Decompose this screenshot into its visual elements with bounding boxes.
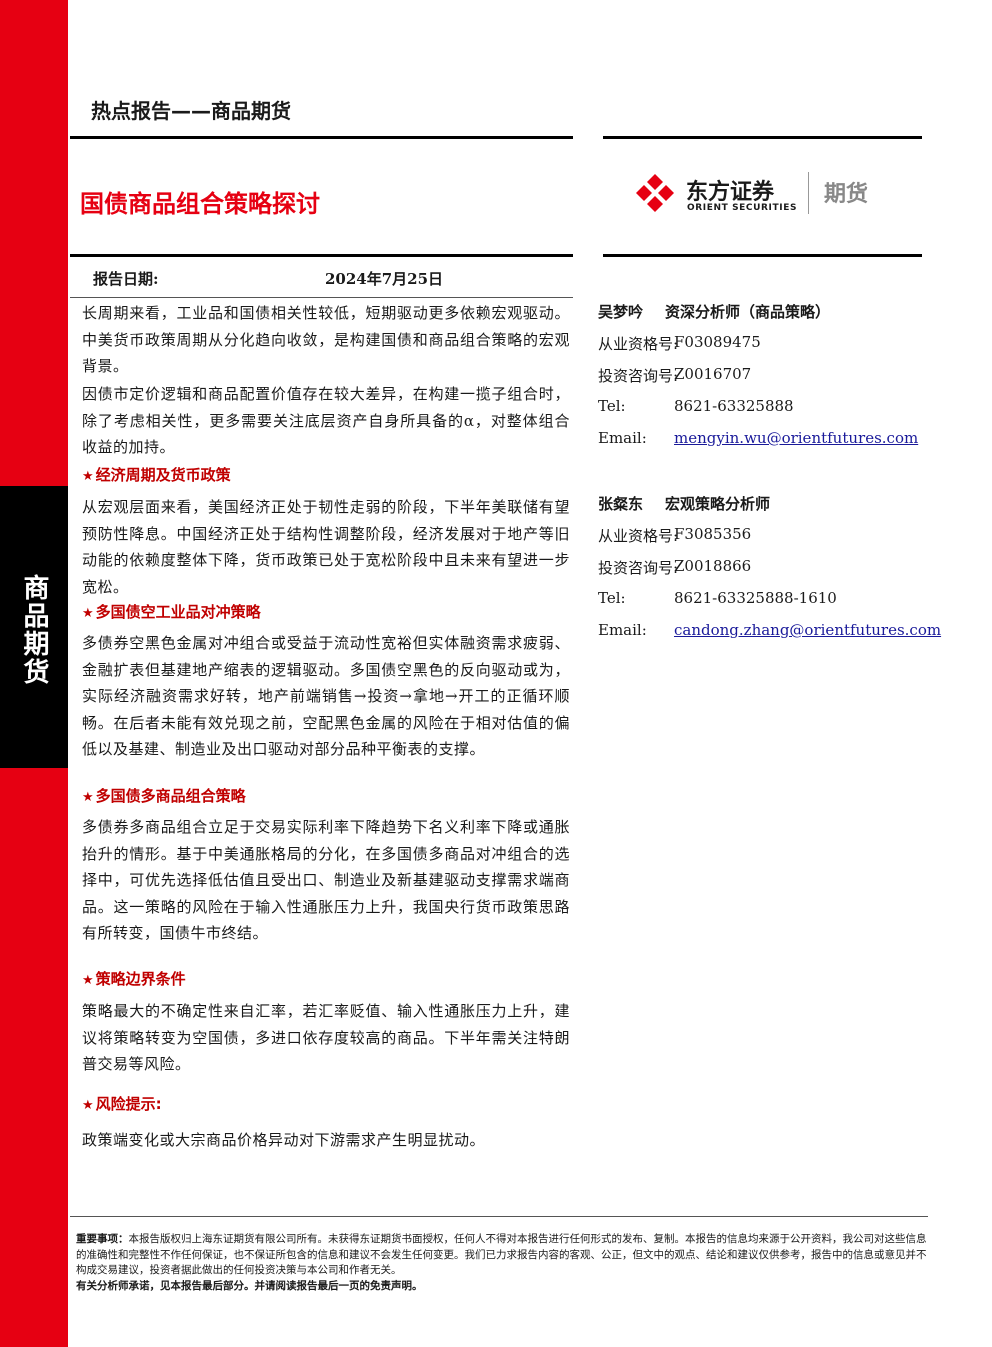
sidebar-category-tab [0,486,68,768]
consulting-label: 投资咨询号: [598,367,679,385]
logo-divider [808,172,809,214]
brand-name-en: ORIENT SECURITIES [687,203,798,213]
consulting-value: Z0018866 [674,557,752,575]
section-heading-boundary: ★策略边界条件 [82,968,186,989]
email-link[interactable]: candong.zhang@orientfutures.com [674,621,942,639]
analyst-name-row: 张粲东 宏观策略分析师 [598,493,770,514]
section-body-boundary: 策略最大的不确定性来自汇率，若汇率贬值、输入性通胀压力上升，建议将策略转变为空国… [82,1002,570,1073]
disclaimer-lead: 重要事项： [76,1233,129,1245]
disclaimer-body: 本报告版权归上海东证期货有限公司所有。未获得东证期货书面授权，任何人不得对本报告… [76,1233,927,1276]
section-body-risk: 政策端变化或大宗商品价格异动对下游需求产生明显扰动。 [82,1131,486,1149]
section-heading-text: 多国债空工业品对冲策略 [95,603,261,621]
orient-logo-icon [636,174,674,212]
report-date-label: 报告日期: [93,270,159,288]
section-body-combo: 多债券多商品组合立足于交易实际利率下降趋势下名义利率下降或通胀抬升的情形。基于中… [82,818,570,942]
header-rule-top-left [70,136,573,139]
section-heading-text: 多国债多商品组合策略 [95,787,246,805]
consulting-value: Z0016707 [674,365,752,383]
star-icon: ★ [82,606,94,621]
section-body-hedge: 多债券空黑色金属对冲组合或受益于流动性宽裕但实体融资需求疲弱、金融扩表但基建地产… [82,634,570,758]
summary-paragraph-1: 长周期来看，工业品和国债相关性较低，短期驱动更多依赖宏观驱动。中美货币政策周期从… [82,304,570,375]
section-heading-combo: ★多国债多商品组合策略 [82,785,246,806]
report-date-value: 2024年7月25日 [325,270,444,288]
email-label: Email: [598,429,647,447]
section-heading-hedge: ★多国债空工业品对冲策略 [82,601,261,622]
email-link[interactable]: mengyin.wu@orientfutures.com [674,429,919,447]
brand-division: 期货 [824,182,869,207]
section-heading-economy: ★经济周期及货币政策 [82,464,231,485]
star-icon: ★ [82,469,94,484]
qualification-label: 从业资格号: [598,527,679,545]
tel-value: 8621-63325888-1610 [674,589,837,607]
header-rule-mid-right [603,254,922,257]
sidebar-category-label: 商品期货 [19,574,49,686]
report-type: 热点报告——商品期货 [91,99,291,123]
header-rule-mid-left [70,254,573,257]
email-label: Email: [598,621,647,639]
brand-name-cn: 东方证券 [686,180,775,205]
qualification-value: F03089475 [674,333,761,351]
section-heading-text: 经济周期及货币政策 [95,466,231,484]
tel-label: Tel: [598,397,626,415]
section-body-economy: 从宏观层面来看，美国经济正处于韧性走弱的阶段，下半年美联储有望预防性降息。中国经… [82,498,570,596]
star-icon: ★ [82,973,94,988]
analyst-title: 资深分析师（商品策略） [665,303,831,321]
summary-paragraph-2: 因债市定价逻辑和商品配置价值存在较大差异，在构建一揽子组合时，除了考虑相关性，更… [82,385,570,456]
consulting-label: 投资咨询号: [598,559,679,577]
qualification-value: F3085356 [674,525,752,543]
report-title: 国债商品组合策略探讨 [80,190,320,218]
section-heading-text: 风险提示: [95,1095,162,1113]
tel-label: Tel: [598,589,626,607]
disclaimer: 重要事项：本报告版权归上海东证期货有限公司所有。未获得东证期货书面授权，任何人不… [76,1232,928,1294]
disclaimer-closing: 有关分析师承诺，见本报告最后部分。并请阅读报告最后一页的免责声明。 [76,1279,423,1292]
tel-value: 8621-63325888 [674,397,794,415]
brand-logo: 东方证券 ORIENT SECURITIES 期货 [634,172,894,216]
star-icon: ★ [82,790,94,805]
analyst-name-row: 吴梦吟 资深分析师（商品策略） [598,301,830,322]
section-heading-risk: ★风险提示: [82,1093,162,1114]
footer-rule [70,1216,928,1217]
date-rule [70,297,573,298]
analyst-name: 吴梦吟 [598,303,644,321]
section-heading-text: 策略边界条件 [95,970,186,988]
qualification-label: 从业资格号: [598,335,679,353]
analyst-title: 宏观策略分析师 [665,495,771,513]
header-rule-top-right [603,136,922,139]
analyst-name: 张粲东 [598,495,644,513]
star-icon: ★ [82,1098,94,1113]
